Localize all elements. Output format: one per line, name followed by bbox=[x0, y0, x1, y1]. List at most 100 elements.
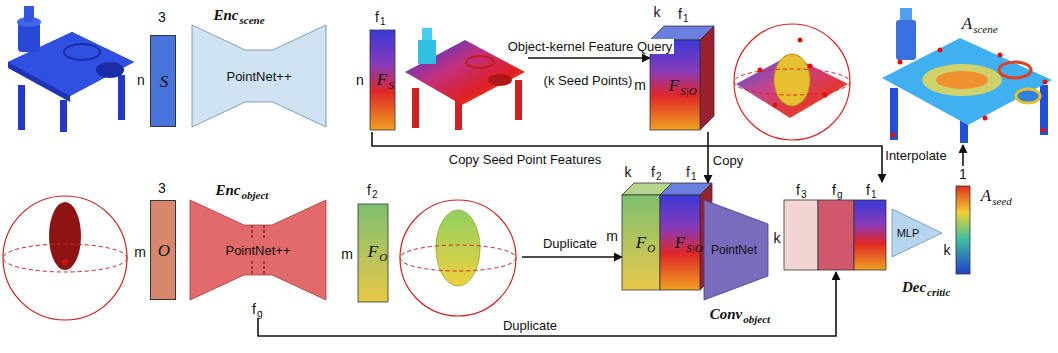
dimension-label: k bbox=[654, 4, 661, 20]
dimension-label: m bbox=[606, 228, 618, 244]
sphere-equator bbox=[734, 69, 850, 95]
dimension-label: m bbox=[341, 246, 353, 262]
vector-part bbox=[818, 200, 854, 270]
flow-arrow bbox=[522, 256, 622, 258]
sphere-equator bbox=[3, 244, 127, 272]
edge-label: Copy Seed Point Features bbox=[447, 152, 603, 167]
node-text: O bbox=[647, 242, 655, 254]
dimension-label: 2 bbox=[372, 189, 378, 200]
table-leg bbox=[455, 100, 462, 130]
object-sphere bbox=[3, 196, 127, 320]
lamp bbox=[418, 40, 436, 64]
node-text: Enc bbox=[213, 7, 238, 24]
dimension-label: 3 bbox=[158, 180, 166, 196]
heat-region bbox=[922, 64, 1002, 96]
node-text: MLP bbox=[897, 227, 920, 239]
dimension-label: k bbox=[774, 230, 781, 246]
sphere bbox=[3, 196, 127, 320]
object-feature-sphere bbox=[400, 200, 516, 316]
bowl bbox=[488, 74, 512, 86]
table-leg bbox=[118, 75, 125, 120]
node-text: Conv bbox=[710, 306, 743, 323]
object-blob bbox=[49, 202, 81, 270]
flow-arrow bbox=[528, 57, 650, 59]
decoder: DeccriticMLP bbox=[892, 205, 944, 300]
node-text: A bbox=[962, 14, 972, 34]
node-text: F bbox=[669, 76, 679, 96]
node-text: object bbox=[743, 313, 770, 325]
seed-point bbox=[773, 103, 778, 108]
cube-front bbox=[650, 40, 700, 130]
table-crop bbox=[736, 55, 848, 118]
encoder-shape bbox=[190, 200, 326, 300]
dimension-label: 1 bbox=[380, 16, 386, 27]
lamp bbox=[900, 8, 912, 20]
seed-point bbox=[898, 60, 903, 65]
bowl bbox=[1016, 89, 1040, 103]
node-text: PointNet++ bbox=[226, 69, 291, 84]
dimension-label: 3 bbox=[158, 9, 166, 25]
dimension-label: 1 bbox=[691, 171, 697, 182]
table-leg bbox=[60, 100, 67, 132]
node-text: f bbox=[832, 182, 836, 198]
edge-label: Duplicate bbox=[541, 236, 599, 251]
dimension-label: (k Seed Points) bbox=[544, 73, 633, 88]
flow-arrow bbox=[707, 132, 709, 183]
node-text: g bbox=[837, 189, 843, 200]
seed-point bbox=[1041, 128, 1046, 133]
cube-side bbox=[700, 26, 714, 130]
lamp bbox=[422, 28, 432, 40]
bowl bbox=[466, 56, 494, 68]
table-leg bbox=[18, 85, 25, 130]
edge-label: Copy bbox=[711, 153, 745, 168]
node-text: S|O bbox=[680, 85, 696, 97]
edge-label: Interpolate bbox=[883, 148, 948, 163]
seed-point bbox=[823, 93, 828, 98]
sphere bbox=[734, 24, 850, 140]
node-text: object bbox=[242, 189, 269, 201]
bowl bbox=[96, 62, 124, 78]
feature-tensor: FO bbox=[356, 182, 522, 332]
node-text: F bbox=[377, 70, 387, 90]
node-text: PointNet++ bbox=[225, 243, 290, 258]
score-bar bbox=[956, 186, 970, 274]
dimension-label: k bbox=[944, 242, 951, 258]
dimension-label: f bbox=[367, 182, 371, 198]
conv-shape bbox=[704, 200, 768, 300]
concat-vector: f3fgf1 bbox=[784, 182, 886, 272]
dimension-label: f bbox=[375, 9, 379, 25]
node-text: Dec bbox=[902, 279, 926, 296]
flow-arrow bbox=[962, 145, 964, 166]
encoder: EncobjectPointNet++fg bbox=[188, 180, 328, 318]
dimension-label: m bbox=[634, 77, 646, 93]
flow-arrow bbox=[372, 132, 882, 182]
node-text: 1 bbox=[871, 189, 877, 200]
lamp bbox=[24, 6, 34, 22]
affordance-table bbox=[882, 8, 1052, 143]
vector-part bbox=[784, 200, 818, 270]
lamp bbox=[896, 20, 916, 60]
decoder-shape bbox=[892, 209, 942, 257]
node-text: f bbox=[866, 182, 870, 198]
score-vector: 1Aseed bbox=[952, 166, 1008, 276]
seed-point bbox=[808, 64, 813, 69]
bottleneck-mark bbox=[264, 225, 265, 239]
node-text: scene bbox=[240, 14, 265, 26]
node-text: S|O bbox=[686, 242, 702, 254]
seed-point bbox=[798, 38, 803, 43]
object-blob bbox=[436, 210, 480, 286]
dimension-label: n bbox=[137, 72, 145, 88]
input-tensor: O bbox=[150, 200, 176, 300]
node-text: 3 bbox=[801, 189, 807, 200]
dimension-label: m bbox=[134, 244, 146, 260]
node-text: f bbox=[796, 182, 800, 198]
affordance-map: Ascene bbox=[875, 2, 1055, 145]
node-text: F bbox=[636, 233, 646, 253]
edge-label: Object-kernel Feature Query bbox=[506, 39, 675, 54]
seed-point bbox=[998, 53, 1003, 58]
encoder-shape bbox=[192, 25, 326, 127]
dimension-label: 2 bbox=[656, 171, 662, 182]
dimension-label: f bbox=[678, 6, 682, 22]
node-text: Enc bbox=[215, 182, 240, 199]
input-tensor: S bbox=[150, 35, 176, 127]
